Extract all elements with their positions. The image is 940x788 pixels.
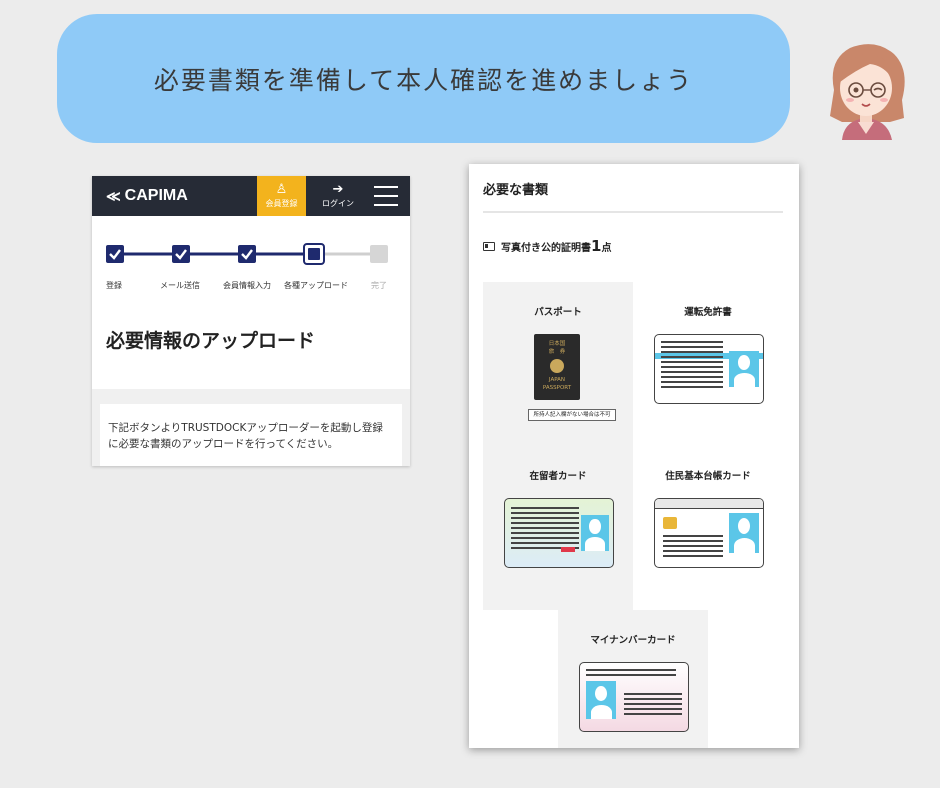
step-label-1: 登録 (106, 281, 122, 290)
doc-label-passport: パスポート (534, 307, 582, 318)
step-pending-5 (370, 245, 388, 263)
step-label-2: メール送信 (160, 281, 200, 290)
step-label-5: 完了 (371, 281, 387, 290)
section-title: 必要な書類 (483, 183, 549, 198)
license-photo-icon (729, 351, 759, 387)
juki-card-illustration (654, 498, 764, 568)
instruction-line-2: に必要な書類のアップロードを行ってください。 (108, 438, 339, 450)
doc-label-residence: 在留者カード (529, 471, 587, 482)
register-button[interactable]: ♙ 会員登録 (257, 176, 306, 216)
step-check-2 (172, 245, 190, 263)
passport-illustration: 日本国 旅 券 JAPAN PASSPORT (534, 334, 580, 400)
passport-line-1: 日本国 (548, 341, 566, 347)
doc-mynumber-card: マイナンバーカード (558, 610, 708, 748)
doc-drivers-license: 運転免許書 (633, 282, 783, 446)
step-label-3: 会員情報入力 (223, 281, 271, 290)
requirement-text: 写真付き公的証明書 (501, 243, 591, 254)
logo-mark-icon: ≪ (106, 187, 121, 204)
instruction-line-1: 下記ボタンよりTRUSTDOCKアップローダーを起動し登録 (108, 422, 383, 434)
user-icon: ♙ (275, 182, 288, 197)
guide-avatar (830, 44, 905, 140)
headline-text: 必要書類を準備して本人確認を進めましょう (153, 65, 694, 95)
login-label: ログイン (322, 199, 354, 208)
doc-label-mynumber: マイナンバーカード (590, 635, 676, 646)
doc-juki-card: 住民基本台帳カード (633, 446, 783, 610)
step-current-4 (303, 243, 325, 265)
doc-label-juki: 住民基本台帳カード (665, 471, 751, 482)
passport-note: 所持人記入欄がない場合は不可 (528, 409, 616, 421)
requirement-unit: 点 (601, 243, 612, 254)
instruction-card: 下記ボタンよりTRUSTDOCKアップローダーを起動し登録 に必要な書類のアップ… (100, 404, 402, 466)
hamburger-menu-icon[interactable] (374, 186, 398, 206)
headline-banner: 必要書類を準備して本人確認を進めましょう (57, 14, 790, 143)
residence-card-illustration (504, 498, 614, 568)
doc-passport: パスポート 日本国 旅 券 JAPAN PASSPORT 所持人記入欄がない場合… (483, 282, 633, 446)
page-title: 必要情報のアップロード (106, 330, 316, 352)
doc-residence-card: 在留者カード (483, 446, 633, 610)
doc-label-license: 運転免許書 (684, 307, 732, 318)
residence-photo-icon (581, 515, 609, 551)
passport-line-2: 旅 券 (548, 349, 566, 355)
juki-photo-icon (729, 513, 759, 553)
chrysanthemum-emblem-icon (550, 359, 564, 373)
document-requirement: 写真付き公的証明書1点 (483, 237, 611, 255)
divider (483, 211, 783, 213)
passport-line-3: JAPAN (548, 377, 566, 383)
upload-screen-screenshot: ≪ CAPIMA ♙ 会員登録 ➔ ログイン 登録 メール送信 会員情報入力 各… (92, 176, 410, 466)
license-illustration (654, 334, 764, 404)
login-button[interactable]: ➔ ログイン (316, 176, 360, 216)
step-check-1 (106, 245, 124, 263)
required-documents-screenshot: 必要な書類 写真付き公的証明書1点 パスポート 日本国 旅 券 JAPAN PA… (469, 164, 799, 748)
mynumber-photo-icon (586, 681, 616, 719)
step-label-4: 各種アップロード (284, 281, 348, 290)
ic-chip-icon (663, 517, 677, 529)
register-label: 会員登録 (265, 199, 298, 208)
id-card-icon (483, 241, 495, 251)
step-check-3 (238, 245, 256, 263)
capima-logo[interactable]: ≪ CAPIMA (106, 187, 188, 205)
logo-text: CAPIMA (124, 187, 188, 204)
mynumber-card-illustration (579, 662, 689, 732)
progress-steps: 登録 メール送信 会員情報入力 各種アップロード 完了 (92, 216, 410, 296)
passport-line-4: PASSPORT (542, 385, 572, 391)
login-icon: ➔ (332, 182, 344, 197)
requirement-count: 1 (591, 237, 602, 255)
app-header: ≪ CAPIMA ♙ 会員登録 ➔ ログイン (92, 176, 410, 216)
